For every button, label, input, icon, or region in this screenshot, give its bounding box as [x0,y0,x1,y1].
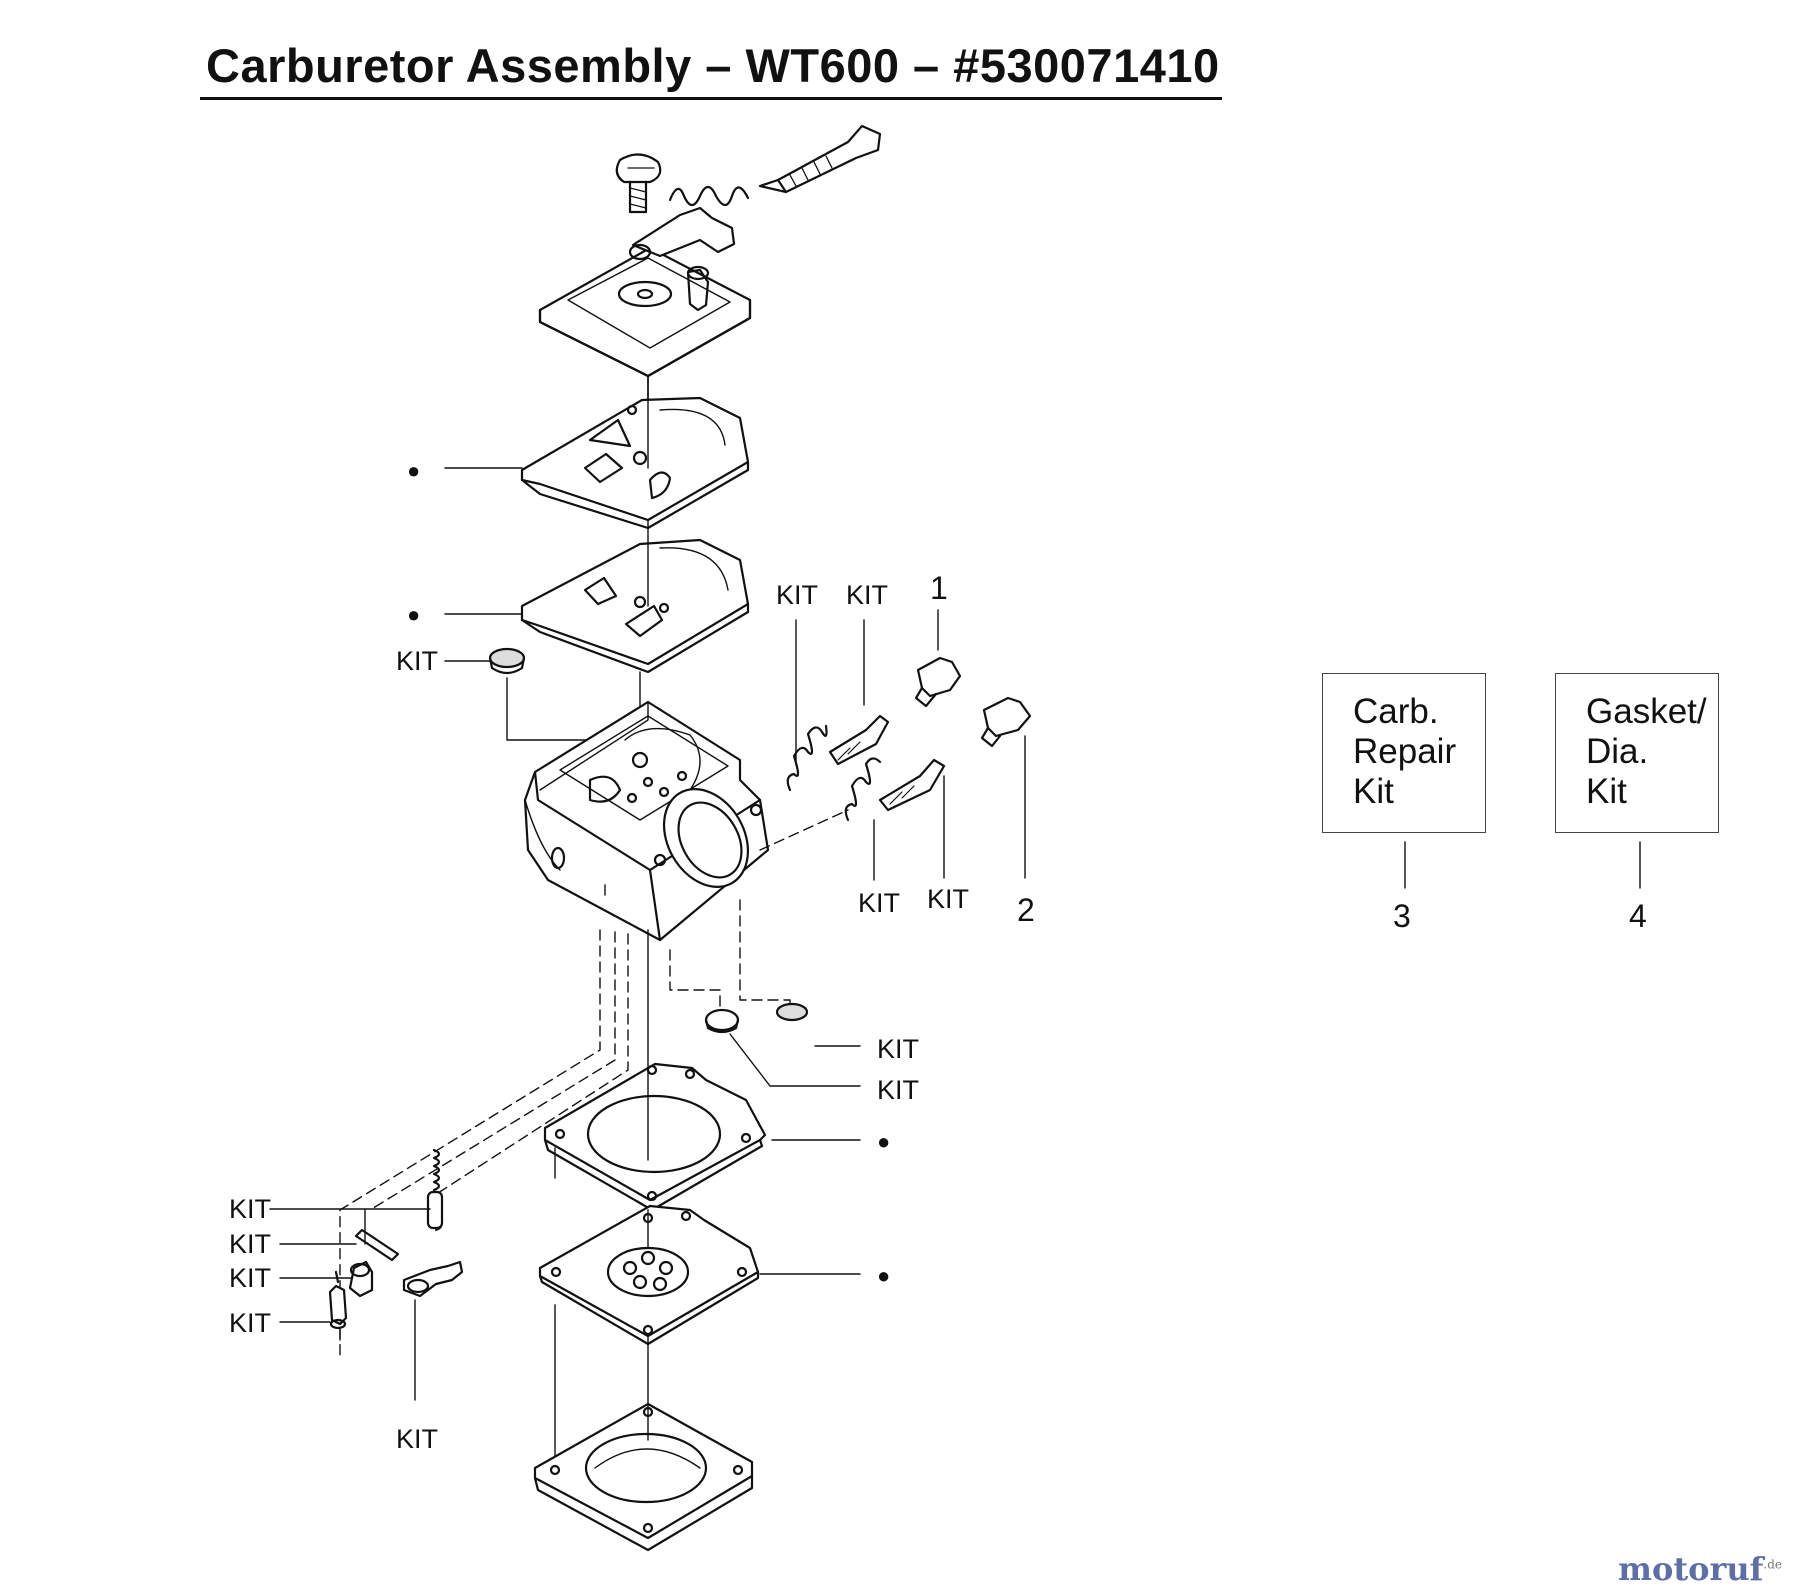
part-number-1: 1 [930,570,948,606]
inlet-needle-parts [269,1148,464,1401]
pump-gasket [543,929,861,1212]
box-line: Gasket/ [1586,692,1707,731]
gasket-dia-kit-box: Gasket/ Dia. Kit [1555,673,1719,833]
box-line: Kit [1586,772,1627,811]
bullet-marker: ● [877,1129,891,1154]
box-line: Carb. [1353,692,1439,731]
box-line: Kit [1353,772,1394,811]
kit-label: KIT [396,646,439,676]
bullet-marker: ● [407,458,421,483]
kit-label: KIT [846,580,889,610]
part-number-2: 2 [1017,892,1035,928]
kit-label: KIT [877,1034,920,1064]
part-number-4: 4 [1629,898,1647,934]
gasket-plate-1 [444,375,750,530]
kit-label: KIT [229,1308,272,1338]
diagram-title: Carburetor Assembly – WT600 – #530071410 [200,38,1222,100]
part-number-3: 3 [1393,898,1411,934]
filter-screen [444,647,601,761]
top-cover-assembly [538,124,882,409]
watermark-logo: motoruf.de [1618,1550,1782,1588]
kit-label: KIT [927,884,970,914]
kit-label: KIT [229,1263,272,1293]
kit-label: KIT [877,1075,920,1105]
kit-label: KIT [229,1194,272,1224]
box-line: Dia. [1586,732,1649,771]
carb-repair-kit-box: Carb. Repair Kit [1322,673,1486,833]
box-line: Repair [1353,732,1457,771]
limiter-caps [914,609,1032,879]
plugs [704,1002,861,1087]
kit-label: KIT [229,1229,272,1259]
bullet-marker: ● [407,602,421,627]
dashed-leaders [339,899,791,1361]
adjust-needles [759,619,946,881]
gasket-plate-2 [444,519,750,761]
kit-label: KIT [858,888,901,918]
bottom-cover [533,1335,754,1552]
bullet-marker: ● [877,1263,891,1288]
carburetor-body [523,700,770,942]
kit-label: KIT [776,580,819,610]
kit-label: KIT [396,1424,439,1454]
